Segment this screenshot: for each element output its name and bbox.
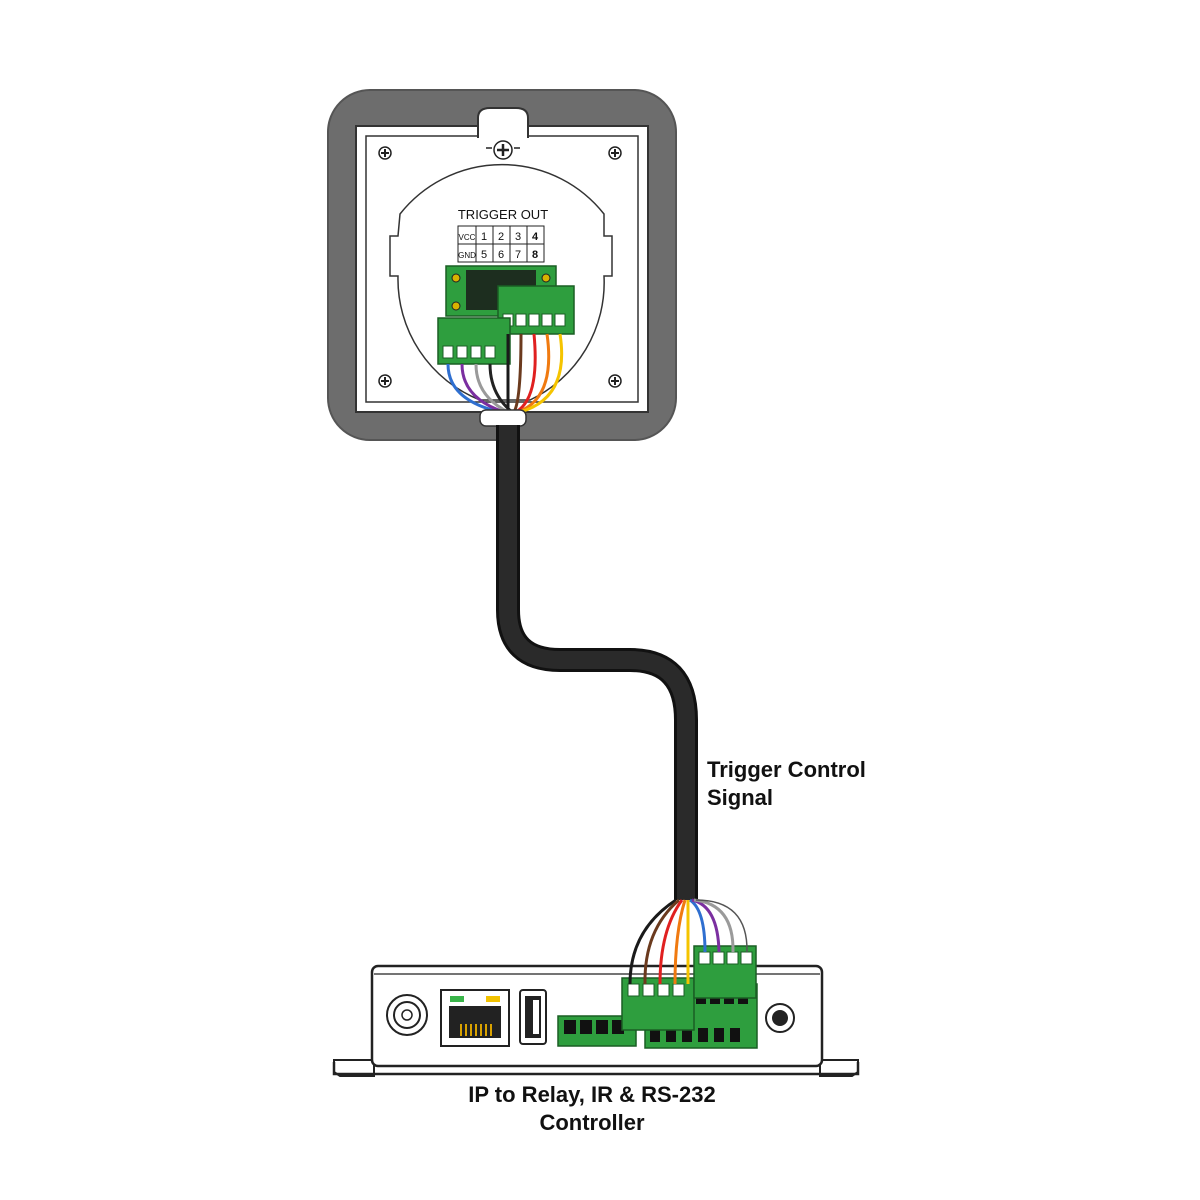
trigger-out-title: TRIGGER OUT [458, 207, 548, 222]
table-cell: 8 [532, 249, 538, 261]
table-cell: 7 [515, 249, 521, 261]
screw-icon [608, 146, 622, 160]
table-cell: 3 [515, 231, 521, 243]
screw-icon [493, 140, 513, 160]
screw-icon [608, 374, 622, 388]
trigger-pin-table: VCC 1 2 3 4 GND 5 6 7 8 [457, 225, 545, 263]
screw-icon [378, 146, 392, 160]
table-cell: 6 [498, 249, 504, 261]
table-cell: VCC [459, 233, 476, 242]
table-cell: GND [458, 251, 476, 260]
rj45-port-icon [440, 989, 510, 1047]
terminal-plug-left [621, 977, 695, 1031]
table-cell: 2 [498, 231, 504, 243]
table-cell: 1 [481, 231, 487, 243]
controller-label-line1: IP to Relay, IR & RS-232 [468, 1082, 715, 1107]
table-cell: 4 [532, 231, 539, 243]
cable-label-line2: Signal [707, 785, 773, 810]
wall-panel: TRIGGER OUT VCC 1 2 3 4 GND 5 6 7 8 [327, 89, 677, 441]
table-cell: 5 [481, 249, 487, 261]
usb-port-icon [519, 989, 547, 1045]
terminal-plug-right [693, 945, 757, 999]
audio-jack-icon [765, 1003, 795, 1033]
controller-wires [628, 898, 748, 985]
power-jack-icon [386, 994, 428, 1036]
controller-device [332, 898, 860, 1077]
controller-label-line2: Controller [539, 1110, 645, 1135]
cable-label-line1: Trigger Control [707, 757, 866, 782]
signal-cable [496, 425, 698, 900]
terminal-block-left [437, 317, 511, 365]
screw-icon [378, 374, 392, 388]
panel-wires [446, 333, 564, 414]
